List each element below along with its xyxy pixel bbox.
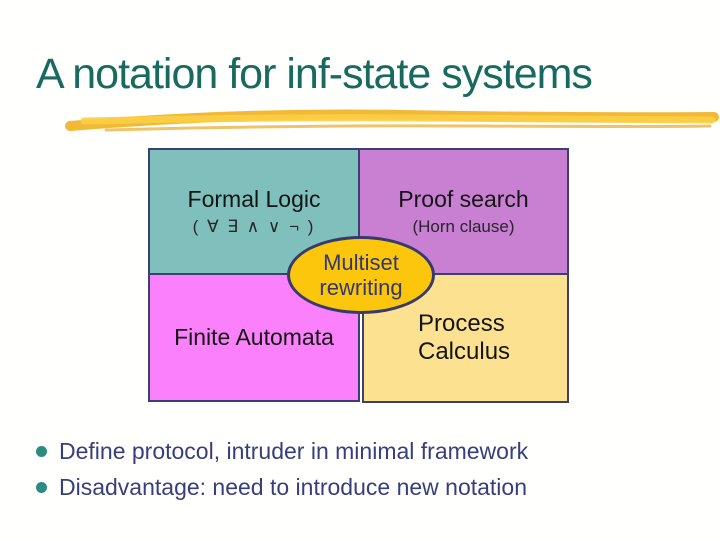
list-item: Disadvantage: need to introduce new nota… — [36, 474, 696, 501]
bullet-text: Disadvantage: need to introduce new nota… — [59, 474, 527, 500]
multiset-rewriting-label: Multiset rewriting — [319, 249, 403, 300]
formal-logic-label: Formal Logic — [187, 186, 321, 213]
bullet-dot-icon — [36, 446, 47, 457]
proof-search-sublabel: (Horn clause) — [412, 216, 515, 236]
slide-title: A notation for inf-state systems — [36, 50, 593, 98]
brush-stroke-shadow — [104, 124, 712, 132]
finite-automata-label: Finite Automata — [174, 323, 334, 350]
list-item: Define protocol, intruder in minimal fra… — [36, 438, 696, 465]
process-calculus-label: Process Calculus — [418, 310, 511, 365]
bullet-dot-icon — [36, 482, 47, 493]
multiset-rewriting-ellipse: Multiset rewriting — [287, 236, 435, 314]
bullet-list: Define protocol, intruder in minimal fra… — [36, 438, 696, 510]
brush-stroke-highlight — [80, 114, 716, 125]
proof-search-label: Proof search — [398, 186, 529, 213]
formal-logic-symbols: ( ∀ ∃ ∧ ∨ ¬ ) — [192, 216, 316, 236]
brush-underline-graphic — [65, 109, 719, 132]
bullet-text: Define protocol, intruder in minimal fra… — [59, 438, 529, 464]
